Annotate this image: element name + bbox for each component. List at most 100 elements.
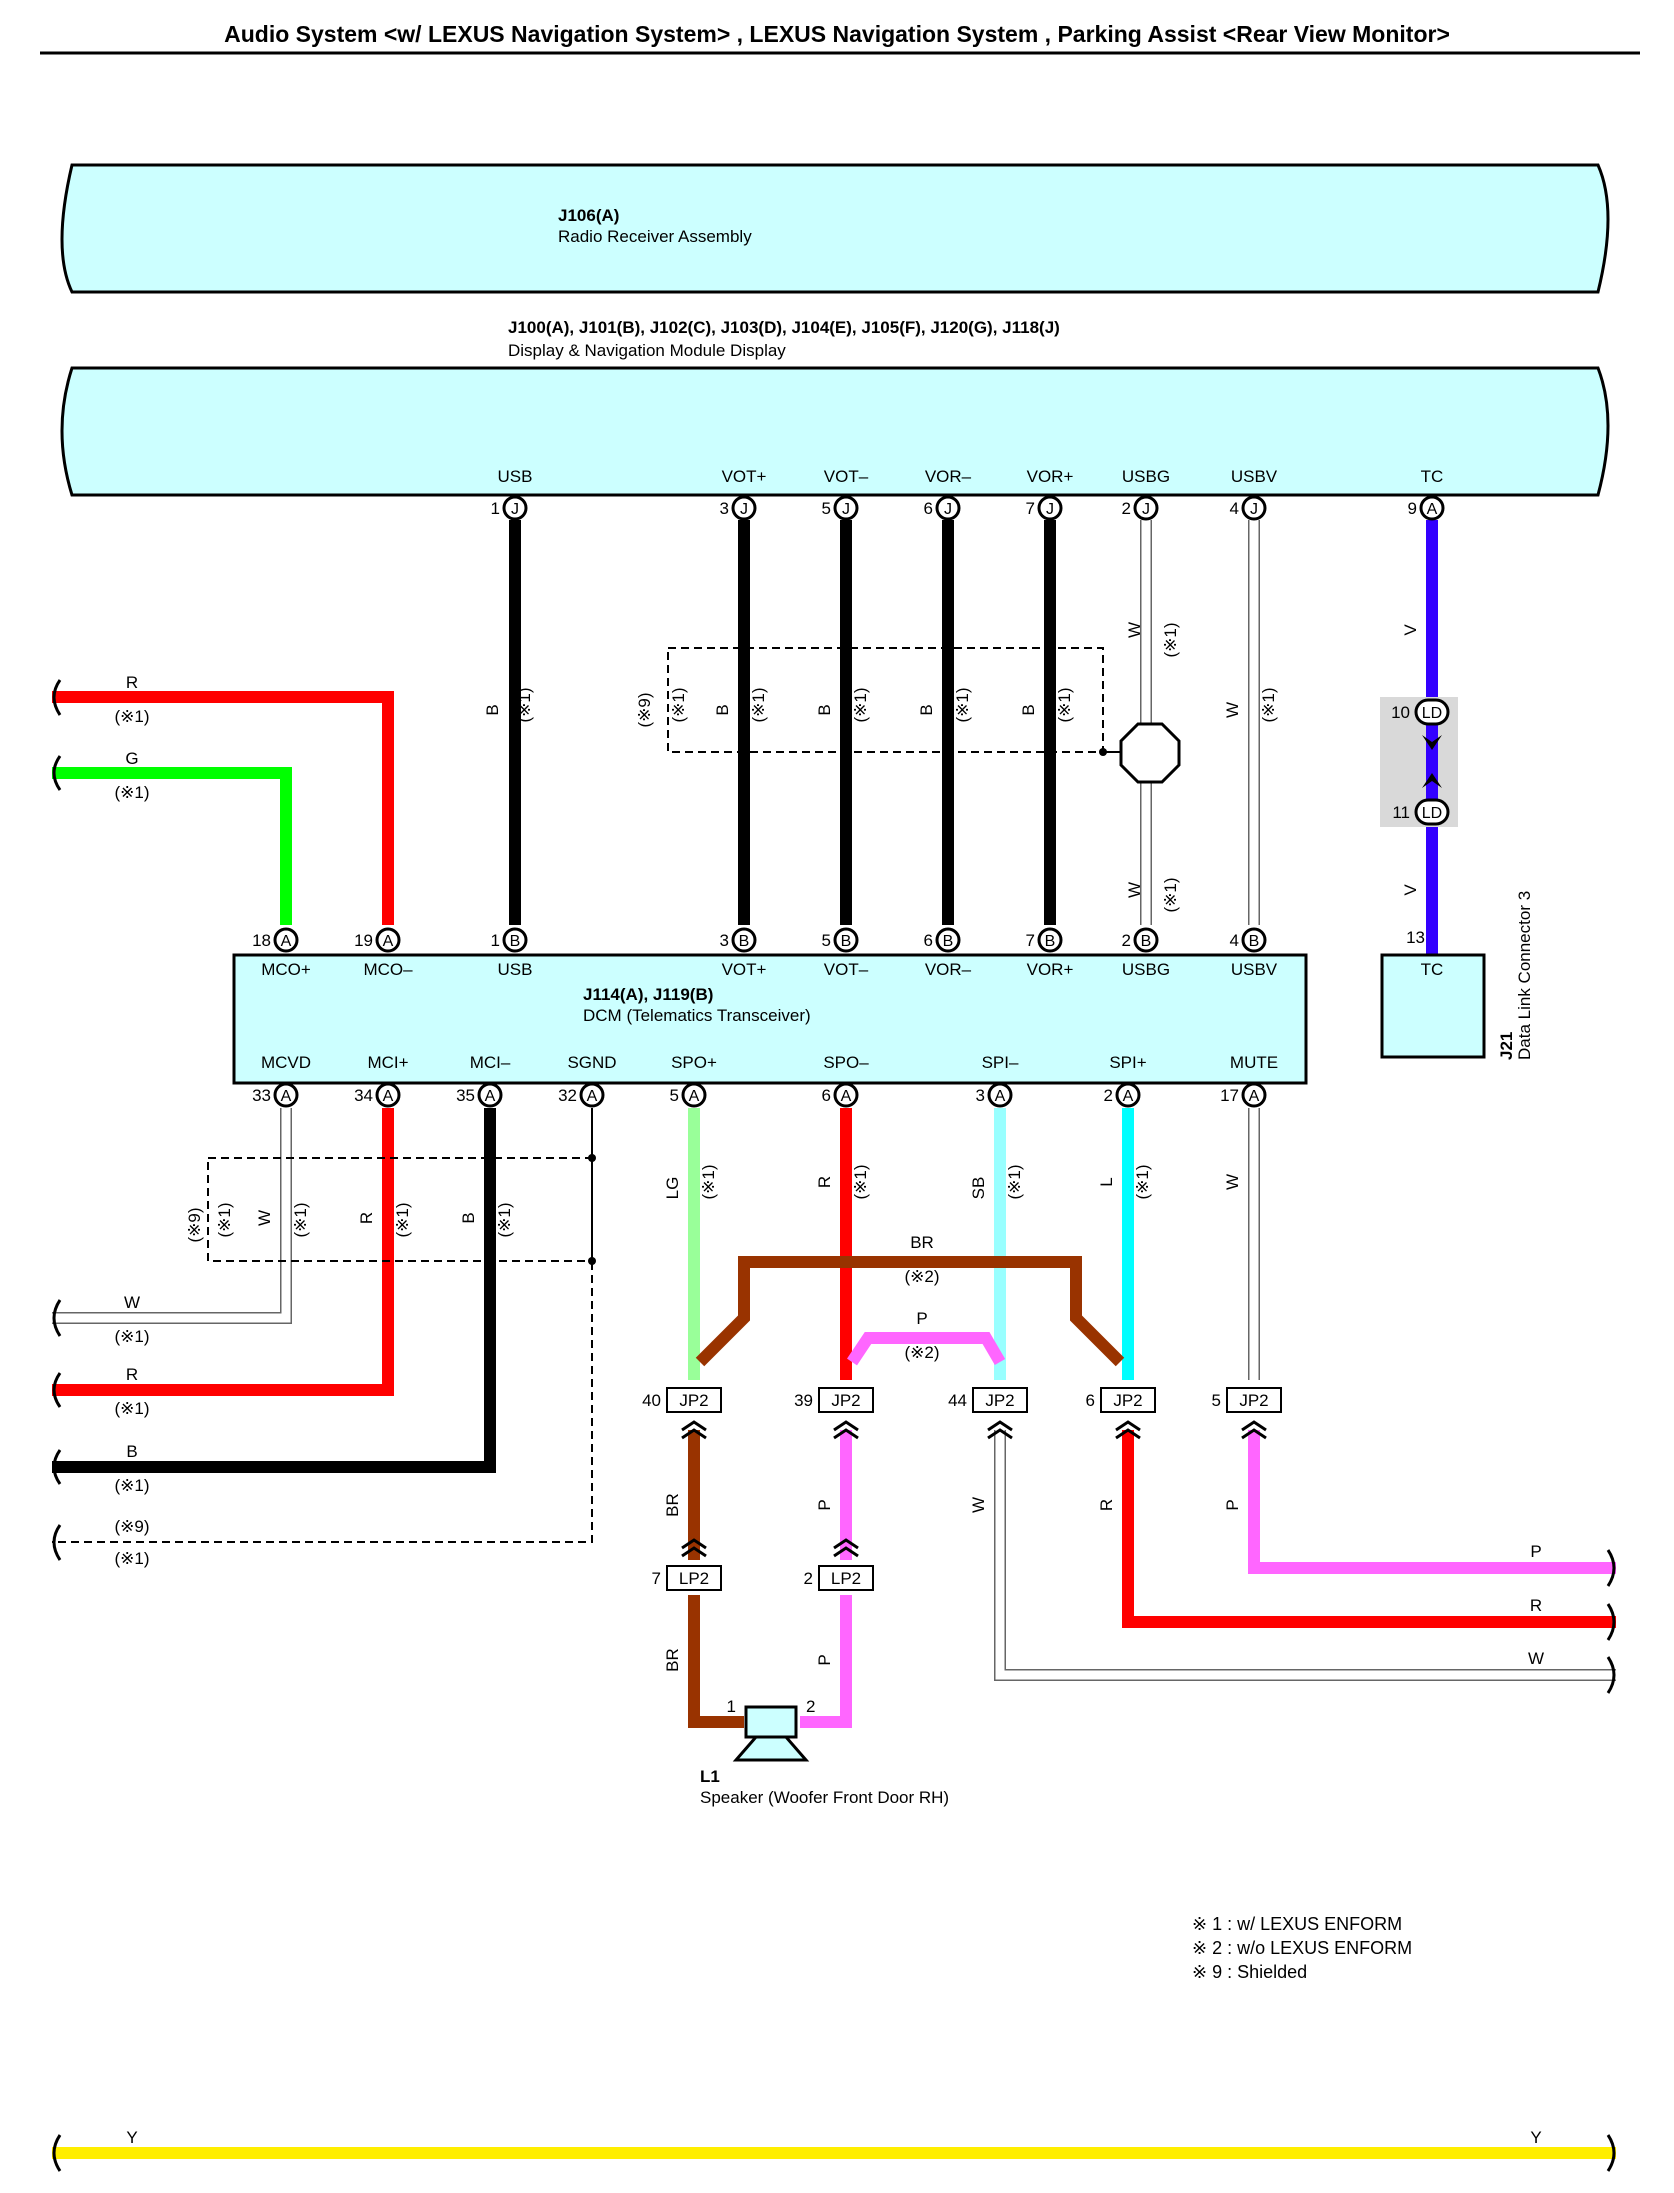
lp2-connector-0-conn: LP2 xyxy=(679,1569,709,1588)
chevron-mark xyxy=(1241,1428,1267,1440)
dcm-bottom-terminal-7-label: SPI+ xyxy=(1109,1053,1146,1072)
display-terminal-7-circle xyxy=(1419,495,1445,521)
ld-connector-1-box xyxy=(1414,798,1450,826)
display-terminal-5-circle xyxy=(1133,495,1159,521)
dcm-bottom-terminal-0-circle xyxy=(273,1082,299,1108)
wire-label-37: BR xyxy=(663,1493,682,1517)
dcm-top-terminal-0-pin: 18 xyxy=(252,931,271,950)
chevron-mark xyxy=(833,1546,859,1558)
dcm-bottom-terminal-4-conn: A xyxy=(689,1088,700,1105)
wire-label-17: (※1) xyxy=(1259,687,1278,722)
wire-label-26: L xyxy=(1097,1177,1116,1186)
dcm-bottom-terminal-6-conn: A xyxy=(995,1088,1006,1105)
wire-label-6: B xyxy=(815,704,834,715)
dcm-top-terminal-8-label: USBV xyxy=(1231,960,1278,979)
display-terminal-2-circle xyxy=(833,495,859,521)
jp2-connector-2-pin: 44 xyxy=(948,1391,967,1410)
display-terminal-6-pin: 4 xyxy=(1230,499,1239,518)
dcm-top-terminal-6-pin: 7 xyxy=(1026,931,1035,950)
jp2-connector-2-box xyxy=(972,1387,1028,1413)
dcm-bottom-terminal-6-circle xyxy=(987,1082,1013,1108)
dcm-bottom-terminal-2-circle xyxy=(477,1082,503,1108)
dcm-top-terminal-0-conn: A xyxy=(281,933,292,950)
dcm-top-terminal-1-conn: A xyxy=(383,933,394,950)
wire-label-13: (※1) xyxy=(1161,622,1180,657)
dcm-top-terminal-2-conn: B xyxy=(510,933,521,950)
dcm-bottom-terminal-1-circle xyxy=(375,1082,401,1108)
wire-label-28: W xyxy=(1223,1174,1242,1190)
wire-label-39: W xyxy=(969,1497,988,1513)
chevron-mark xyxy=(681,1420,707,1432)
wire-label-35: B xyxy=(459,1212,478,1223)
display-terminal-4-pin: 7 xyxy=(1026,499,1035,518)
dcm-bottom-terminal-2-pin: 35 xyxy=(456,1086,475,1105)
wire-label-10: B xyxy=(1019,704,1038,715)
wire-label-h-0: R xyxy=(126,673,138,692)
radio-name: Radio Receiver Assembly xyxy=(558,227,752,246)
display-terminal-0-label: USB xyxy=(498,467,533,486)
dcm-bottom-terminal-7-pin: 2 xyxy=(1104,1086,1113,1105)
display-to-dcm-wires xyxy=(509,520,1260,925)
wire-label-8: B xyxy=(917,704,936,715)
dcm-top-terminal-8-pin: 4 xyxy=(1230,931,1239,950)
display-terminal-3-conn: J xyxy=(944,501,952,518)
dcm-top-terminal-0-circle xyxy=(273,927,299,953)
wire-label-h-2: G xyxy=(125,749,138,768)
chevron-mark xyxy=(1241,1420,1267,1432)
chevron-mark xyxy=(833,1428,859,1440)
radio-receiver-box: J106(A) Radio Receiver Assembly xyxy=(60,163,1610,294)
dcm-code: J114(A), J119(B) xyxy=(583,985,713,1004)
wire-label-h-17: R xyxy=(1530,1596,1542,1615)
dcm-top-terminal-7-pin: 2 xyxy=(1122,931,1131,950)
ld-connector-1-conn: LD xyxy=(1422,805,1442,822)
dcm-bottom-terminal-7-circle xyxy=(1115,1082,1141,1108)
display-terminal-1-pin: 3 xyxy=(720,499,729,518)
dcm-top-terminal-4-label: VOT– xyxy=(824,960,869,979)
radio-code: J106(A) xyxy=(558,206,619,225)
wire-label-43: P xyxy=(815,1654,834,1665)
dcm-top-terminal-3-circle xyxy=(731,927,757,953)
wire-label-h-20: Y xyxy=(1530,2128,1541,2147)
jp2-connector-3-conn: JP2 xyxy=(1113,1391,1142,1410)
dcm-top-terminal-2-label: USB xyxy=(498,960,533,979)
dcm-bottom-terminal-1-label: MCI+ xyxy=(367,1053,408,1072)
dcm-bottom-wires xyxy=(52,1108,1260,1543)
dcm-bottom-terminal-1-pin: 34 xyxy=(354,1086,373,1105)
wire-label-27: (※1) xyxy=(1133,1164,1152,1199)
wire-label-38: P xyxy=(815,1499,834,1510)
chevron-mark xyxy=(1115,1420,1141,1432)
wire-label-19: V xyxy=(1401,884,1420,896)
wire-label-h-10: R xyxy=(126,1365,138,1384)
dcm-top-terminal-8-circle xyxy=(1241,927,1267,953)
wire-label-14: W xyxy=(1125,882,1144,898)
dcm-bottom-terminal-3-pin: 32 xyxy=(558,1086,577,1105)
chevron-mark xyxy=(987,1428,1013,1440)
wire-label-36: (※1) xyxy=(495,1202,514,1237)
jp2-connector-2-conn: JP2 xyxy=(985,1391,1014,1410)
dlc-terminal-pin: 13 xyxy=(1406,928,1425,947)
jp2-connector-0-box xyxy=(666,1387,722,1413)
dcm-bottom-terminal-3-conn: A xyxy=(587,1088,598,1105)
page-title: Audio System <w/ LEXUS Navigation System… xyxy=(224,21,1450,47)
wire-label-29: (※9) xyxy=(185,1207,204,1242)
wire-label-h-12: B xyxy=(126,1442,137,1461)
wire-label-40: R xyxy=(1097,1499,1116,1511)
speaker-pin-2: 2 xyxy=(806,1697,815,1716)
chevron-mark xyxy=(681,1538,707,1550)
wire-label-h-14: (※9) xyxy=(114,1517,149,1536)
display-terminal-5-conn: J xyxy=(1142,501,1150,518)
dcm-bottom-terminal-2-label: MCI– xyxy=(470,1053,511,1072)
dcm-bottom-terminal-0-conn: A xyxy=(281,1088,292,1105)
wire-label-25: (※1) xyxy=(1005,1164,1024,1199)
display-terminal-1-circle xyxy=(731,495,757,521)
jp2-connector-4-pin: 5 xyxy=(1212,1391,1221,1410)
speaker-name: Speaker (Woofer Front Door RH) xyxy=(700,1788,949,1807)
wire-label-2: (※9) xyxy=(635,692,654,727)
chevron-mark xyxy=(681,1546,707,1558)
dcm-bottom-terminal-4-pin: 5 xyxy=(670,1086,679,1105)
wire-label-11: (※1) xyxy=(1055,687,1074,722)
dcm-top-terminal-5-pin: 6 xyxy=(924,931,933,950)
lp2-connector-1-conn: LP2 xyxy=(831,1569,861,1588)
dcm-top-terminal-1-circle xyxy=(375,927,401,953)
